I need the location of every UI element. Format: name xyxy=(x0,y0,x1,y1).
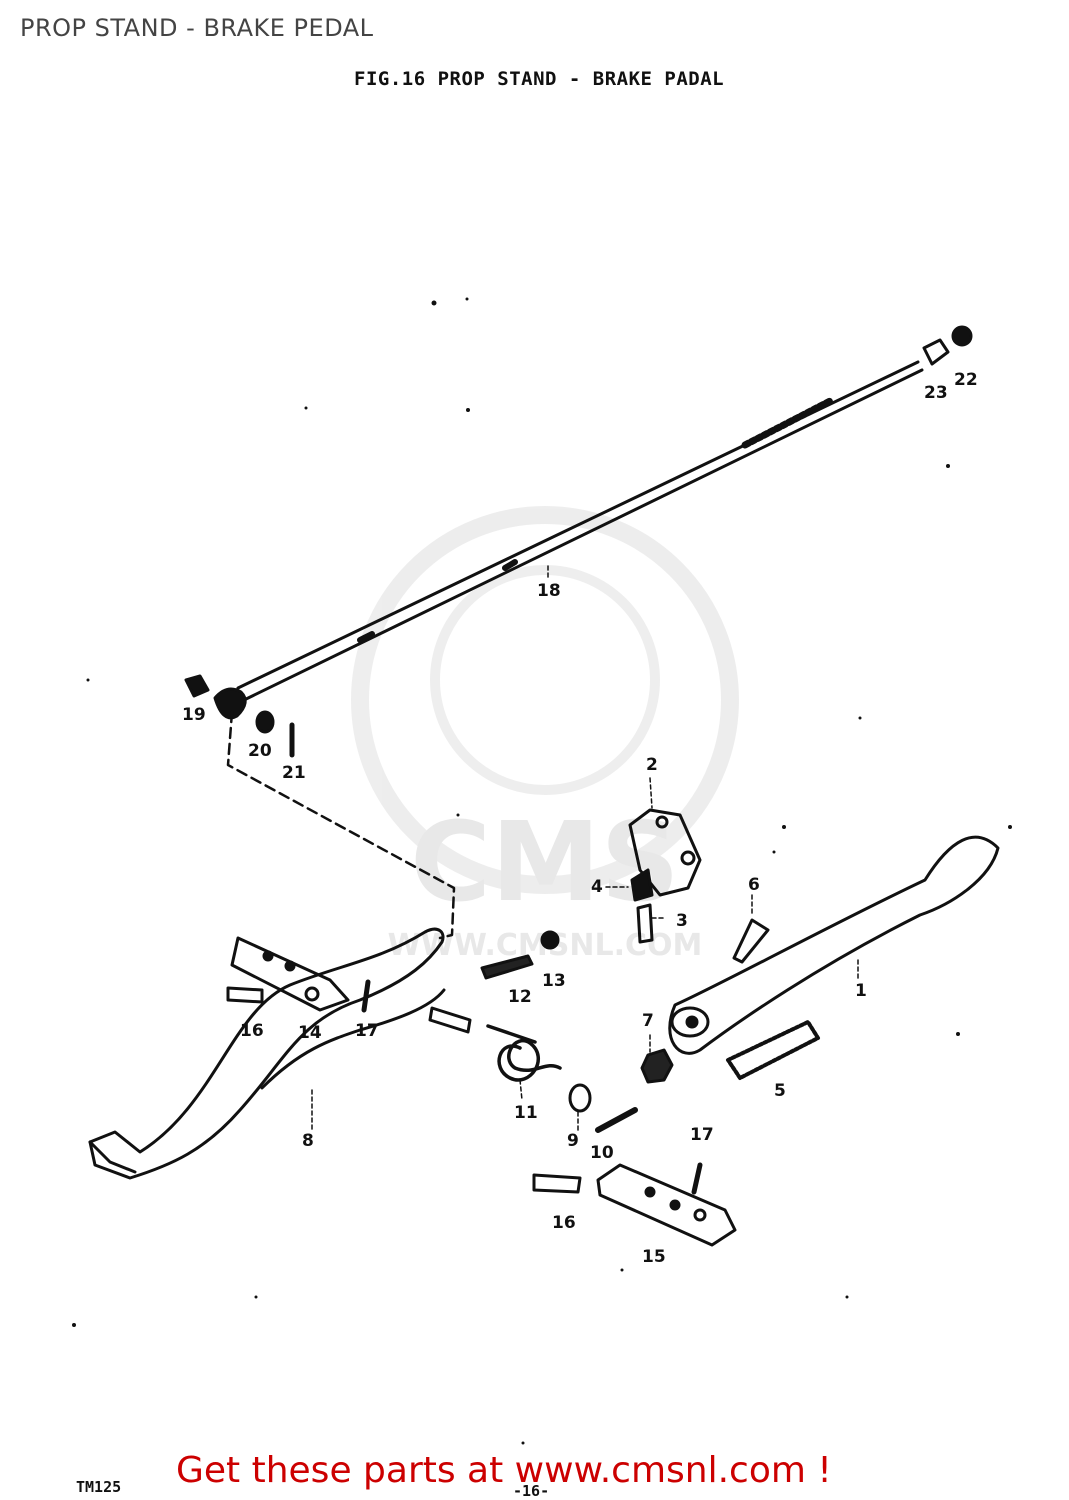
watermark-brand: CMS xyxy=(410,798,679,926)
watermark-logo: CMS WWW.CMSNL.COM xyxy=(351,506,739,963)
spring-5 xyxy=(726,1020,820,1080)
callout-13: 13 xyxy=(542,971,566,991)
callout-17-left: 17 xyxy=(355,1021,379,1041)
callout-4: 4 xyxy=(591,877,603,897)
callout-7: 7 xyxy=(642,1011,654,1031)
model-code: TM125 xyxy=(76,1478,122,1496)
bolt-6 xyxy=(732,918,770,964)
callout-14: 14 xyxy=(298,1023,322,1043)
cotter-17-left xyxy=(361,979,371,1013)
callout-1: 1 xyxy=(855,981,867,1001)
callout-11: 11 xyxy=(514,1103,538,1123)
page-number: -16- xyxy=(513,1482,550,1500)
callout-10: 10 xyxy=(590,1143,614,1163)
brake-rod xyxy=(213,360,924,720)
pivot-bolt xyxy=(480,954,534,980)
promo-link[interactable]: Get these parts at www.cmsnl.com ! xyxy=(176,1450,832,1491)
nut-7 xyxy=(640,1048,674,1084)
callout-15: 15 xyxy=(642,1247,666,1267)
callout-22: 22 xyxy=(954,370,978,390)
callout-6: 6 xyxy=(748,875,760,895)
spring-shaft xyxy=(428,1006,472,1034)
callout-8: 8 xyxy=(302,1131,314,1151)
prop-stand xyxy=(668,835,1000,1055)
callout-9: 9 xyxy=(567,1131,579,1151)
callout-12: 12 xyxy=(508,987,532,1007)
callout-20: 20 xyxy=(248,741,272,761)
callout-3: 3 xyxy=(676,911,688,931)
washer-13 xyxy=(540,930,560,950)
pin-16-right xyxy=(532,1173,582,1194)
callout-5: 5 xyxy=(774,1081,786,1101)
pin-19 xyxy=(184,674,210,698)
nut-22 xyxy=(951,325,973,347)
figure-title: FIG.16 PROP STAND - BRAKE PADAL xyxy=(354,68,725,90)
page-title: PROP STAND - BRAKE PEDAL xyxy=(20,14,374,42)
scan-specks xyxy=(72,297,1012,1445)
return-spring xyxy=(486,1024,562,1082)
callout-16-right: 16 xyxy=(552,1213,576,1233)
footrest-left xyxy=(230,936,350,1012)
assembly-line xyxy=(226,710,456,940)
washer-20 xyxy=(255,710,275,734)
cotter-17-right xyxy=(691,1162,703,1195)
callout-18: 18 xyxy=(537,581,561,601)
callout-17-right: 17 xyxy=(690,1125,714,1145)
nut-23 xyxy=(922,338,950,366)
callout-23: 23 xyxy=(924,383,948,403)
bolt-10 xyxy=(595,1107,638,1133)
callout-16-left: 16 xyxy=(240,1021,264,1041)
callout-19: 19 xyxy=(182,705,206,725)
callout-labels: 1 2 3 4 5 6 7 8 9 10 11 12 13 14 15 16 1… xyxy=(182,370,978,1267)
stand-bracket xyxy=(628,808,702,944)
washer-9 xyxy=(568,1083,592,1113)
footrest-right xyxy=(596,1163,737,1247)
pin-16-left xyxy=(226,986,264,1004)
brake-pedal xyxy=(88,927,446,1180)
callout-21: 21 xyxy=(282,763,306,783)
callout-2: 2 xyxy=(646,755,658,775)
